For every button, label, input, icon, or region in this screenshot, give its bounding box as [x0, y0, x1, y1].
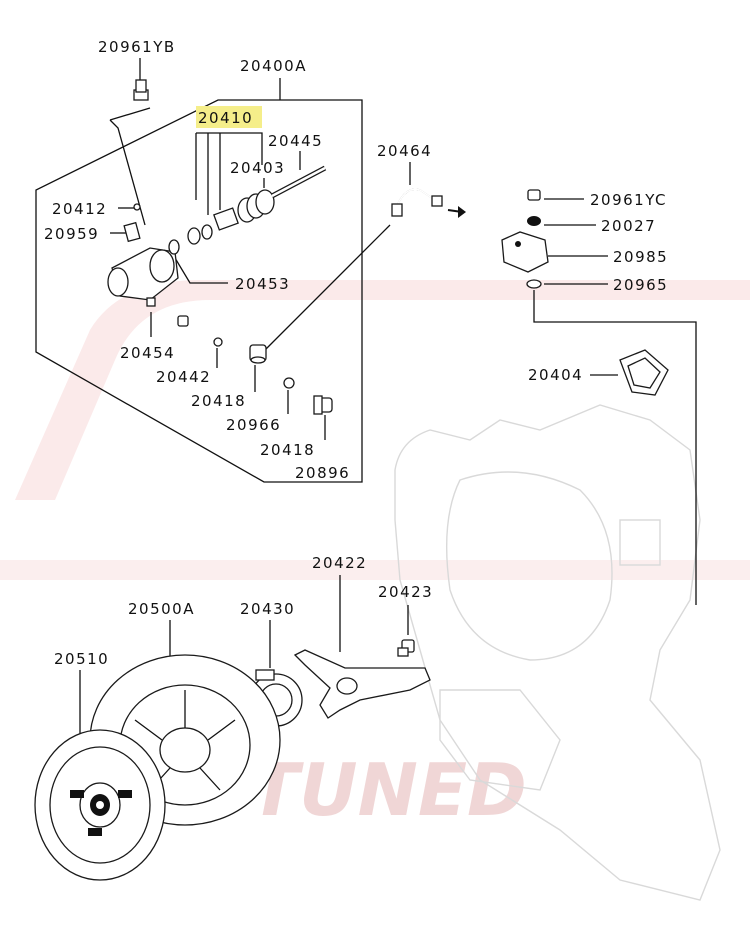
bleeder-cap-20412 — [133, 203, 141, 211]
watermark-band — [0, 560, 750, 580]
leader-20464-hose — [259, 224, 391, 356]
highlight-box — [196, 106, 262, 128]
washer-20442 — [213, 337, 223, 347]
spring-20453 — [168, 239, 180, 255]
pushrod-20445 — [270, 165, 327, 199]
label-20403: 20403 — [230, 159, 285, 177]
label-20445: 20445 — [268, 132, 323, 150]
label-20410: 20410 — [198, 109, 253, 127]
label-20961YB: 20961YB — [98, 38, 176, 56]
label-20027: 20027 — [601, 217, 656, 235]
clutch-disc-20510 — [34, 729, 166, 881]
ghost-bellhousing — [445, 471, 613, 661]
label-20400A: 20400A — [240, 57, 307, 75]
leader-20410-bracket — [195, 132, 263, 215]
label-20423: 20423 — [378, 583, 433, 601]
label-20896: 20896 — [295, 464, 350, 482]
label-20961YC: 20961YC — [590, 191, 667, 209]
slave-cylinder — [107, 221, 179, 301]
ghost-window — [619, 519, 661, 566]
label-20454: 20454 — [120, 344, 175, 362]
label-20464: 20464 — [377, 142, 432, 160]
part-labels: 20961YB 20400A 20410 20445 20403 20464 2… — [44, 38, 668, 668]
leader-20961YB-bracket — [109, 107, 151, 226]
leader-20404-long — [533, 290, 697, 605]
hose-20464 — [391, 188, 466, 218]
label-20422: 20422 — [312, 554, 367, 572]
label-20959: 20959 — [44, 225, 99, 243]
label-20966: 20966 — [226, 416, 281, 434]
nut-20454 — [146, 297, 156, 307]
watermark-text: TUNED — [250, 748, 527, 832]
ghost-case — [394, 404, 721, 901]
washer-20966 — [283, 377, 295, 389]
fork-20422 — [293, 649, 431, 719]
piston-20410 — [213, 207, 239, 231]
label-20985: 20985 — [613, 248, 668, 266]
label-20404: 20404 — [528, 366, 583, 384]
bolt-20896 — [313, 395, 333, 415]
leader-20453 — [174, 257, 228, 284]
leader-lines — [79, 58, 697, 735]
kit-frame-outline — [35, 99, 363, 483]
label-20500A: 20500A — [128, 600, 195, 618]
label-20430: 20430 — [240, 600, 295, 618]
label-20442: 20442 — [156, 368, 211, 386]
pad-20404 — [619, 349, 669, 396]
label-20418-upper: 20418 — [191, 392, 246, 410]
seal-20410-b — [201, 224, 213, 240]
seal-20410-a — [187, 227, 201, 245]
label-20965: 20965 — [613, 276, 668, 294]
label-20453: 20453 — [235, 275, 290, 293]
label-20510: 20510 — [54, 650, 109, 668]
label-20412: 20412 — [52, 200, 107, 218]
boot-20403 — [237, 189, 275, 223]
ghost-flange — [439, 689, 561, 791]
pivot-20423 — [397, 639, 415, 657]
parts — [34, 79, 669, 881]
union-bolt-20418 — [249, 344, 267, 364]
kit-frame — [35, 78, 363, 483]
label-20418-lower: 20418 — [260, 441, 315, 459]
watermark: TUNED — [0, 280, 750, 832]
bolt-20961YB — [133, 79, 149, 101]
bracket-20985 — [501, 189, 549, 289]
bushing-20442 — [177, 315, 189, 327]
transmission-ghost — [394, 404, 721, 901]
